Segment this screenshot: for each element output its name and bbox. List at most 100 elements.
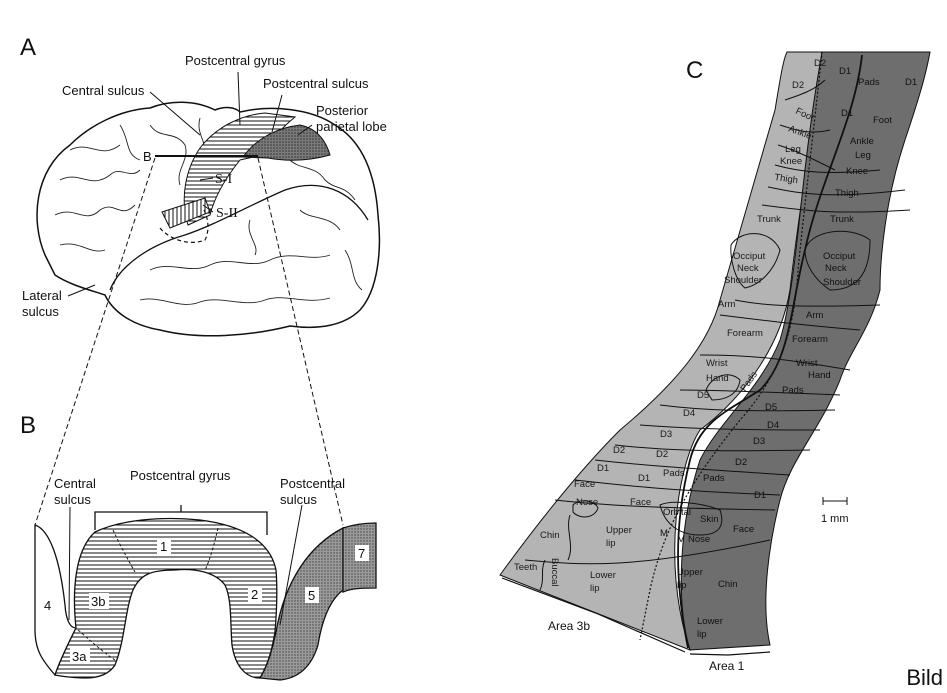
region-label: Face — [630, 497, 651, 508]
region-label: Teeth — [514, 562, 537, 573]
region-label: lip — [606, 538, 616, 549]
region-label: D1 — [754, 490, 766, 501]
brain-lateral-view — [34, 71, 381, 526]
brain-outline — [36, 101, 381, 337]
area-5-region — [258, 526, 344, 681]
label-posterior-parietal-1: Posterior — [316, 103, 369, 118]
region-label: Neck — [737, 263, 759, 274]
region-label: Foot — [873, 115, 892, 126]
region-label: Forearm — [792, 334, 828, 345]
region-label: Chin — [718, 579, 738, 590]
region-label: Wrist — [706, 358, 728, 369]
region-label: D5 — [697, 390, 709, 401]
s2-region — [161, 197, 211, 229]
region-label: D2 — [814, 58, 826, 69]
area-3b-label: Area 3b — [548, 619, 590, 633]
area-label-3a: 3a — [72, 649, 87, 664]
region-label: D5 — [765, 402, 777, 413]
label-s2: S-II — [216, 206, 238, 221]
scale-bar-label: 1 mm — [821, 513, 849, 525]
label-postcentral-gyrus-b: Postcentral gyrus — [130, 468, 231, 483]
area-1-map — [680, 51, 931, 651]
region-label: Pads — [782, 385, 804, 396]
region-label: Knee — [780, 156, 802, 167]
temporal-lobe-outline — [109, 184, 369, 291]
area-3b-bracket — [501, 577, 686, 653]
region-label: D2 — [735, 457, 747, 468]
region-label: D2 — [656, 449, 668, 460]
region-label: Thigh — [835, 188, 859, 199]
region-label: Nose — [688, 534, 710, 545]
region-label: D1 — [839, 66, 851, 77]
region-label: Shoulder — [823, 277, 861, 288]
region-label: Neck — [825, 263, 847, 274]
region-label: Ankle — [850, 136, 874, 147]
region-label: M — [660, 528, 668, 539]
label-central-sulcus-b-2: sulcus — [54, 492, 91, 507]
area-label-4: 4 — [44, 598, 51, 613]
area-1-labels: D1 Pads D1 D1 Foot Ankle Leg Knee Thigh … — [660, 66, 917, 640]
projection-line-left — [34, 157, 156, 526]
area-label-1: 1 — [160, 539, 167, 554]
region-label: Hand — [808, 370, 831, 381]
region-label: Pads — [663, 468, 685, 479]
region-label: Trunk — [830, 214, 854, 225]
region-label: Upper — [677, 567, 703, 578]
region-label: Pads — [858, 77, 880, 88]
region-label: Forearm — [727, 328, 763, 339]
region-label: D1 — [638, 473, 650, 484]
scale-bar — [822, 497, 848, 505]
posterior-parietal-region — [242, 124, 331, 161]
region-label: D1 — [841, 108, 853, 119]
leader-central-sulcus-b — [68, 506, 71, 621]
region-label: Face — [733, 524, 754, 535]
region-label: lip — [677, 580, 687, 591]
area-label-5: 5 — [308, 588, 315, 603]
area-dividers — [77, 527, 219, 661]
panel-a-letter: A — [20, 34, 36, 61]
area-3b-map — [499, 51, 823, 651]
panel-b-letter: B — [20, 412, 36, 439]
area-label-3b: 3b — [91, 594, 105, 609]
region-label: D4 — [683, 408, 695, 419]
region-label: Orbital — [663, 507, 691, 518]
region-label: Shoulder — [724, 275, 762, 286]
label-postcentral-sulcus-b-1: Postcentral — [280, 476, 345, 491]
region-label: Skin — [700, 514, 718, 525]
region-label: Hand — [706, 373, 729, 384]
region-label: Occiput — [823, 251, 856, 262]
region-label: D2 — [792, 80, 804, 91]
footer-label: Bild — [906, 665, 943, 690]
region-label: D2 — [613, 445, 625, 456]
area-3b-labels: D2 D2 Foot Ankle Leg Knee Thigh Trunk Oc… — [514, 58, 826, 594]
region-label: Knee — [846, 166, 868, 177]
region-label: Trunk — [757, 214, 781, 225]
postcentral-gyrus-section — [54, 517, 278, 679]
region-label: Arm — [718, 299, 736, 310]
leader-lines-a — [67, 71, 313, 297]
label-lateral-sulcus-2: sulcus — [22, 304, 59, 319]
region-label: Pads — [703, 473, 725, 484]
region-label: lip — [590, 583, 600, 594]
region-label: D3 — [753, 436, 765, 447]
label-postcentral-gyrus-a: Postcentral gyrus — [185, 53, 286, 68]
projection-line-right — [257, 157, 344, 526]
panel-c-letter: C — [686, 57, 703, 84]
gyri-lines — [54, 117, 363, 305]
region-label: Leg — [785, 144, 801, 155]
area-number-labels: 1 3b 3a 4 2 5 7 — [44, 538, 369, 664]
region-label: D1 — [597, 463, 609, 474]
region-label: D4 — [767, 420, 779, 431]
region-label: Nose — [576, 497, 598, 508]
region-label: D3 — [660, 429, 672, 440]
region-label: D1 — [905, 77, 917, 88]
label-section-b-marker: B — [143, 149, 152, 164]
region-label: lip — [697, 629, 707, 640]
region-label: Leg — [855, 150, 871, 161]
label-lateral-sulcus-1: Lateral — [22, 288, 62, 303]
somatotopic-map — [499, 51, 931, 656]
s2-dashed-outline — [159, 209, 209, 243]
leader-postcentral-sulcus-b — [279, 504, 303, 626]
area-label-2: 2 — [251, 587, 258, 602]
